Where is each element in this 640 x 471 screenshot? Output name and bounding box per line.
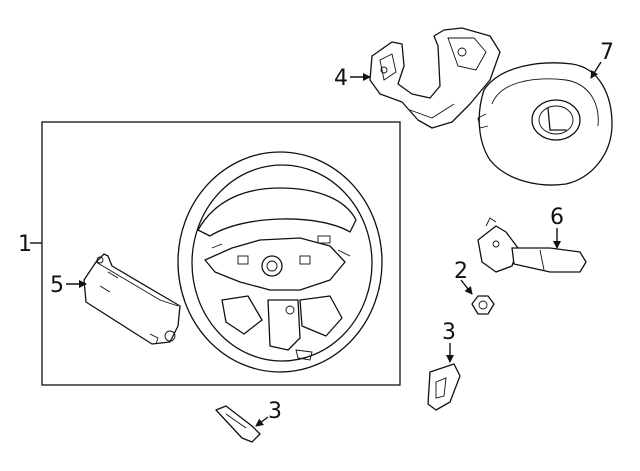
airbag-drawing	[477, 62, 613, 186]
nut-drawing	[471, 295, 495, 315]
callout-6: 6	[550, 205, 564, 230]
bezel-drawing	[369, 27, 501, 129]
leader-3b	[255, 416, 269, 427]
cover-right-drawing	[427, 363, 461, 411]
leader-2	[460, 279, 473, 295]
cover-bottom-drawing	[215, 405, 261, 443]
assembly-box	[41, 121, 401, 386]
leader-7	[590, 61, 602, 79]
callout-5: 5	[50, 273, 64, 298]
callout-7: 7	[600, 40, 614, 65]
callout-4: 4	[334, 66, 348, 91]
callout-3-bottom: 3	[268, 399, 282, 424]
callout-2: 2	[454, 259, 468, 284]
column-switch-drawing	[477, 217, 587, 273]
steering-wheel-drawing	[177, 151, 383, 373]
callout-3-right: 3	[442, 320, 456, 345]
callout-1: 1	[18, 232, 32, 257]
module-drawing	[83, 253, 181, 345]
